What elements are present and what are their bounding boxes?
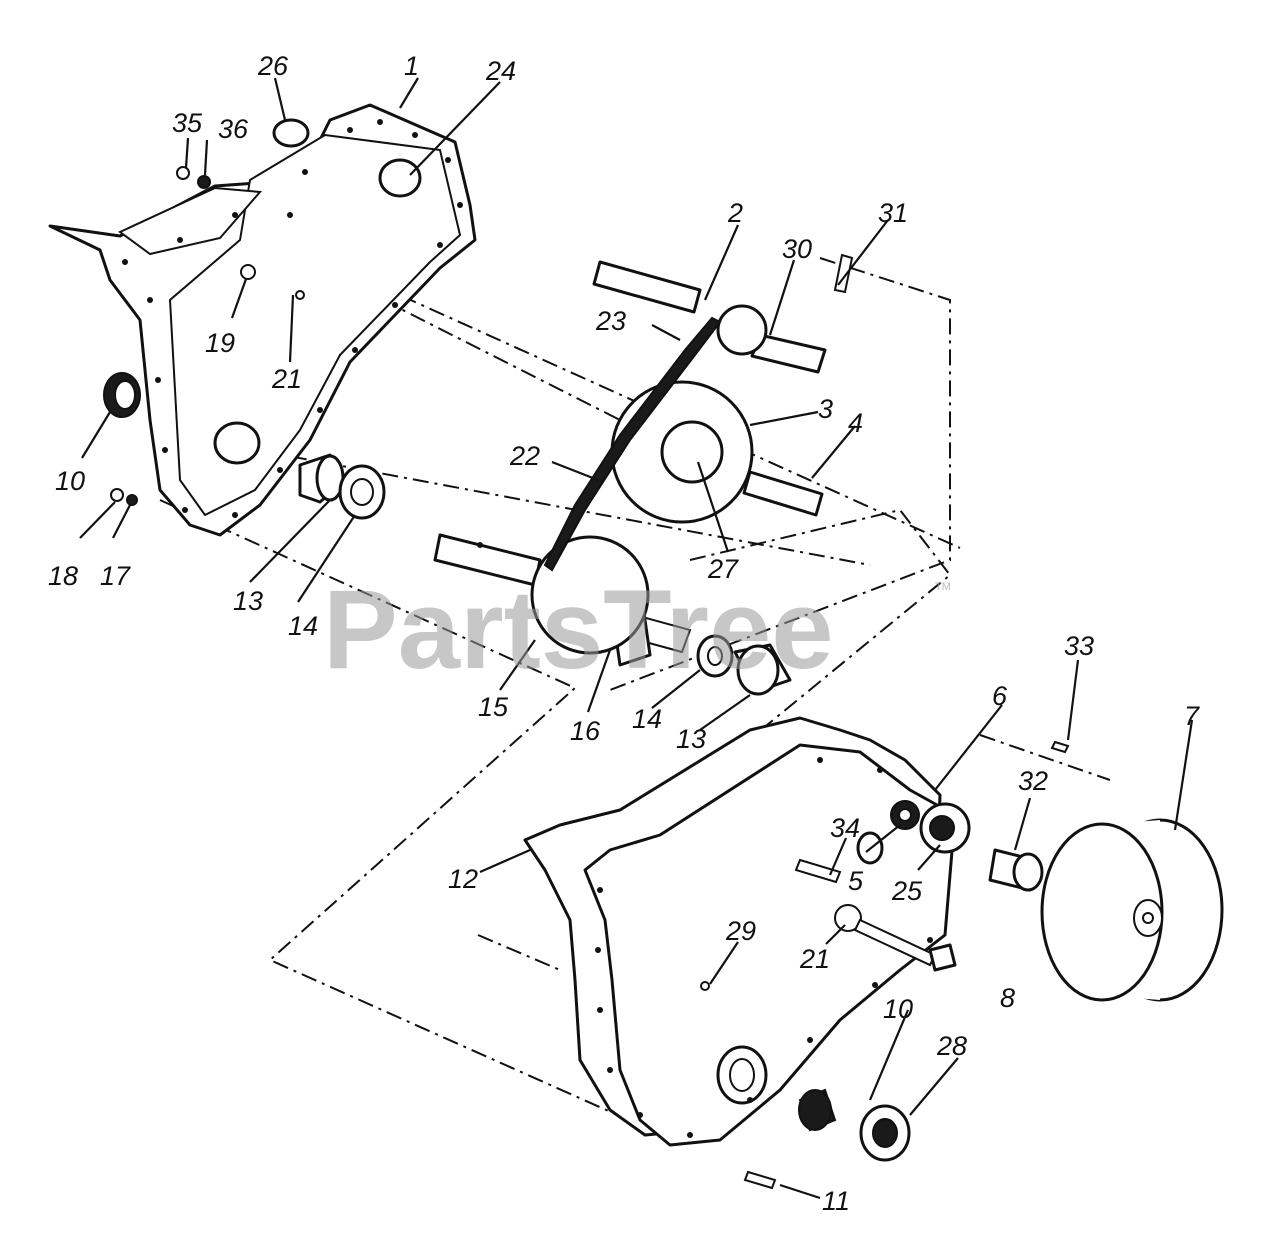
watermark-trademark: TM: [935, 581, 951, 593]
callout-18: 18: [48, 561, 78, 591]
callout-6: 6: [992, 681, 1008, 711]
callout-labels: 1 2 3 4 5 6 7 8 10 10 11 12 13 13 14 14 …: [48, 51, 1200, 1216]
housing-left-half: [48, 103, 477, 537]
callout-36: 36: [218, 114, 249, 144]
callout-24: 24: [485, 56, 516, 86]
callout-28: 28: [936, 1031, 967, 1061]
callout-1: 1: [404, 51, 419, 81]
callout-29: 29: [725, 916, 756, 946]
callout-14-right: 14: [632, 704, 662, 734]
callout-12: 12: [448, 864, 478, 894]
callout-16: 16: [570, 716, 601, 746]
callout-10-left: 10: [55, 466, 85, 496]
drive-train: [433, 253, 854, 696]
callout-30: 30: [782, 234, 812, 264]
callout-22: 22: [509, 441, 540, 471]
callout-13-left: 13: [233, 586, 263, 616]
callout-5: 5: [848, 866, 864, 896]
callout-33: 33: [1064, 631, 1094, 661]
callout-4: 4: [848, 408, 863, 438]
housing-right-half: [523, 716, 957, 1147]
callout-21-bottom: 21: [799, 944, 830, 974]
watermark-text: PartsTree: [323, 567, 834, 692]
callout-7: 7: [1184, 701, 1200, 731]
callout-leaders: [79, 77, 1194, 1200]
right-small-hardware: [700, 740, 1224, 1190]
callout-3: 3: [818, 394, 833, 424]
callout-31: 31: [878, 198, 908, 228]
callout-34: 34: [830, 813, 860, 843]
callout-11: 11: [822, 1186, 850, 1216]
callout-13-right: 13: [676, 724, 706, 754]
callout-21-top: 21: [271, 364, 302, 394]
callout-25: 25: [891, 876, 923, 906]
partstree-watermark: PartsTree TM: [323, 567, 951, 692]
callout-2: 2: [727, 198, 743, 228]
callout-17: 17: [100, 561, 131, 591]
callout-15: 15: [478, 692, 509, 722]
callout-8: 8: [1000, 983, 1015, 1013]
callout-35: 35: [172, 108, 203, 138]
callout-14-left: 14: [288, 611, 318, 641]
callout-23: 23: [595, 306, 626, 336]
callout-19: 19: [205, 328, 235, 358]
callout-27: 27: [707, 554, 739, 584]
callout-10-right: 10: [883, 994, 913, 1024]
callout-32: 32: [1018, 766, 1048, 796]
callout-26: 26: [257, 51, 289, 81]
